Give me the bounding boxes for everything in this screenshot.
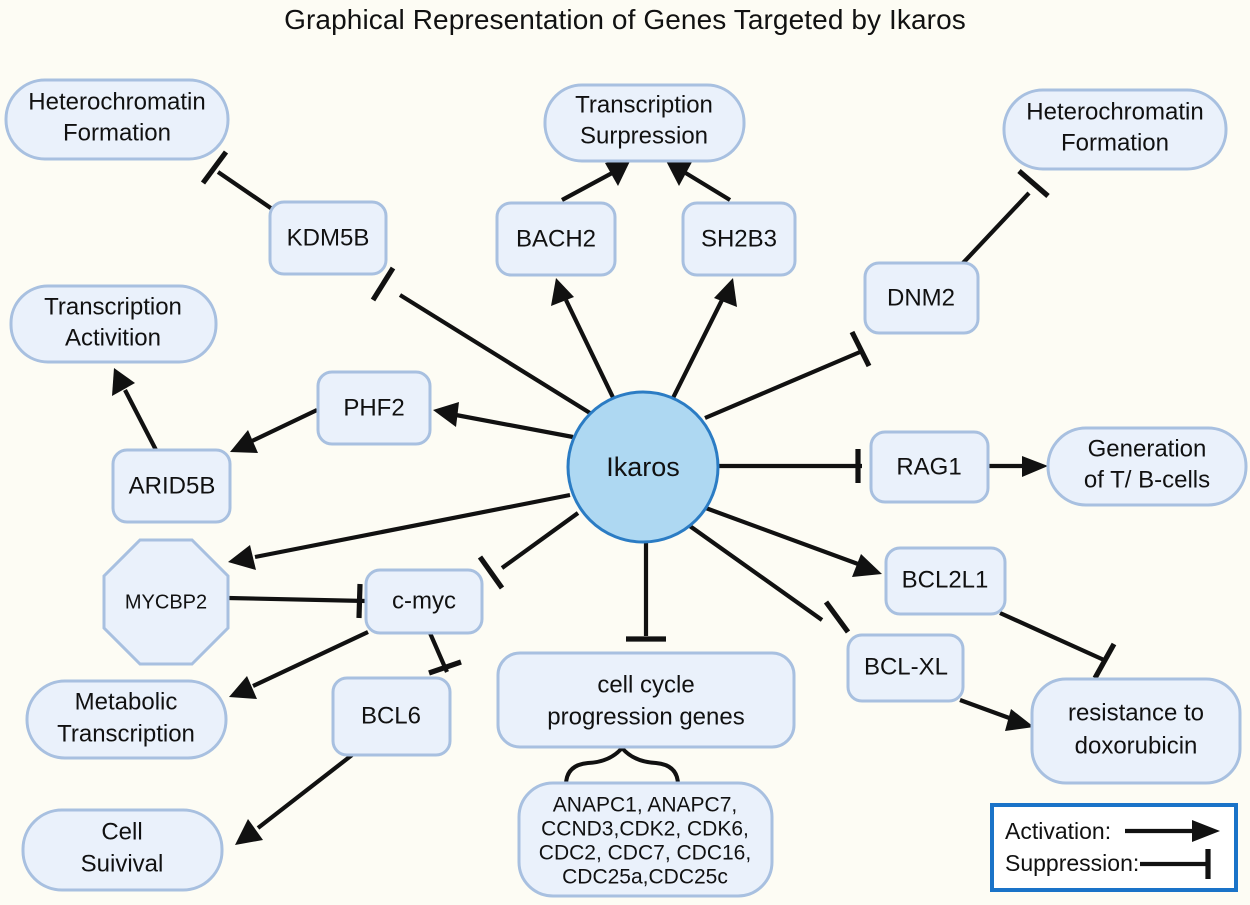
edge-bcl6-to-cell-suivival [235, 753, 354, 845]
edge-ikaros-to-mycbp2 [228, 492, 571, 570]
edge-cmyc-to-metabolic-transcription [229, 630, 369, 699]
node-metabolic-transcription[interactable]: Metabolic Transcription [25, 679, 228, 760]
node-bcl2l1[interactable]: BCL2L1 [884, 546, 1007, 616]
edge-arid5b-to-transcription-activition [112, 368, 158, 451]
edge-ikaros-to-bclxl [685, 522, 851, 634]
edge-rag1-to-generation-tb-cells [988, 456, 1048, 477]
edge-ikaros-to-bach2 [551, 278, 622, 413]
edge-sh2b3-to-transcription-surpression [664, 157, 732, 202]
node-dnm2[interactable]: DNM2 [863, 261, 980, 335]
node-ikaros-hub[interactable]: Ikaros [566, 390, 720, 544]
edge-ikaros-to-cell-cycle-genes [626, 527, 666, 642]
legend-arrowhead-icon [1192, 820, 1220, 842]
node-gene-list[interactable]: ANAPC1, ANAPC7, CCND3,CDK2, CDK6, CDC2, … [517, 781, 774, 898]
edge-bclxl-to-resistance [959, 698, 1034, 731]
node-cmyc[interactable]: c-myc [364, 568, 484, 635]
brace-cell-cycle-to-gene-list [564, 744, 680, 787]
edge-ikaros-to-dnm2 [704, 330, 872, 420]
edge-ikaros-to-sh2b3 [664, 278, 737, 413]
edge-bcl2l1-to-resistance [999, 611, 1117, 680]
legend-border [990, 803, 1238, 892]
node-bach2[interactable]: BACH2 [495, 201, 617, 277]
node-mycbp2[interactable]: MYCBP2 [102, 538, 230, 666]
page-title: Graphical Representation of Genes Target… [284, 4, 966, 35]
edge-cmyc-to-mycbp2 [227, 583, 367, 619]
node-bclxl[interactable]: BCL-XL [846, 633, 965, 703]
edge-ikaros-to-kdm5b [370, 266, 600, 420]
node-kdm5b[interactable]: KDM5B [268, 200, 388, 276]
legend-activation-label: Activation: [1005, 818, 1111, 844]
node-heterochromatin-formation-left[interactable]: Heterochromatin Formation [4, 78, 230, 161]
node-phf2[interactable]: PHF2 [316, 370, 432, 446]
node-sh2b3[interactable]: SH2B3 [681, 201, 797, 277]
edge-cmyc-to-bcl6 [428, 632, 462, 676]
legend-suppression-label: Suppression: [1005, 850, 1139, 876]
legend: Activation: Suppression: [990, 803, 1238, 892]
edge-bach2-to-transcription-surpression [561, 157, 632, 202]
edge-ikaros-to-rag1 [712, 449, 862, 483]
edge-ikaros-to-phf2 [433, 402, 574, 440]
edge-kdm5b-to-heterochromatin-left [200, 150, 280, 215]
node-transcription-surpression[interactable]: Transcription Surpression [543, 83, 746, 163]
edge-ikaros-to-cmyc [477, 511, 580, 590]
node-cell-suivival[interactable]: Cell Suivival [21, 808, 224, 892]
node-generation-tb-cells[interactable]: Generation of T/ B-cells [1046, 426, 1248, 507]
edge-dnm2-to-heterochromatin-right [961, 169, 1050, 265]
node-cell-cycle-genes[interactable]: cell cycle progression genes [496, 651, 796, 749]
node-arid5b[interactable]: ARID5B [111, 448, 232, 524]
node-bcl6[interactable]: BCL6 [331, 676, 452, 757]
edge-ikaros-to-bcl2l1 [702, 505, 882, 577]
node-resistance-doxorubicin[interactable]: resistance to doxorubicin [1030, 677, 1242, 785]
node-heterochromatin-formation-right[interactable]: Heterochromatin Formation [1002, 88, 1228, 171]
edge-phf2-to-arid5b [230, 408, 318, 453]
node-rag1[interactable]: RAG1 [869, 430, 990, 504]
node-transcription-activition[interactable]: Transcription Activition [9, 284, 218, 364]
